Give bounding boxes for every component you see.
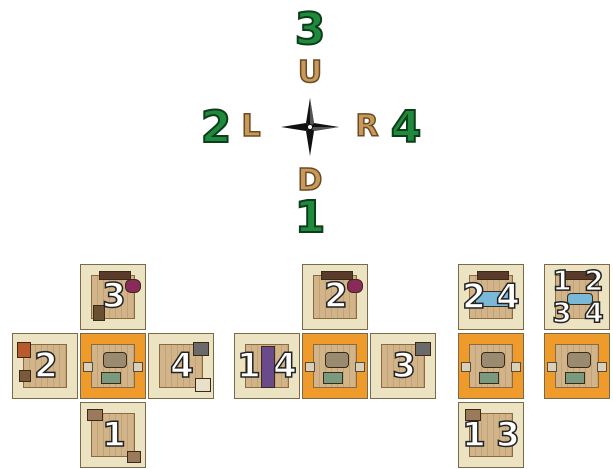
tile-number: 3	[549, 299, 575, 327]
tile-center	[458, 333, 524, 399]
tile-room: 3	[80, 264, 146, 330]
tile-number: 4	[167, 349, 197, 383]
tile-number: 2	[31, 349, 61, 383]
tile-number: 2	[581, 267, 607, 295]
tile-room: 4	[148, 333, 214, 399]
tile-number: 2	[321, 279, 351, 313]
tile-center	[302, 333, 368, 399]
up-number: 3	[290, 8, 330, 52]
tile-center	[544, 333, 610, 399]
tile-number: 3	[99, 279, 129, 313]
tile-number: 1	[461, 418, 487, 452]
tile-room: 1 2 3 4	[544, 264, 610, 330]
tile-number: 4	[495, 280, 521, 314]
compass-star-icon	[281, 98, 339, 156]
tile-room: 1	[80, 402, 146, 468]
tile-number: 3	[389, 349, 419, 383]
tile-number: 4	[273, 349, 297, 383]
tile-number: 3	[495, 418, 521, 452]
tile-room: 1 3	[458, 402, 524, 468]
tile-number: 4	[581, 299, 607, 327]
tile-center	[80, 333, 146, 399]
right-letter: R	[352, 112, 382, 142]
tile-number: 1	[237, 349, 261, 383]
tile-room: 1 4	[234, 333, 300, 399]
down-number: 1	[290, 196, 330, 240]
tile-room: 2	[12, 333, 78, 399]
left-number: 2	[198, 106, 234, 150]
tile-number: 2	[461, 280, 487, 314]
left-letter: L	[236, 112, 266, 142]
right-number: 4	[388, 106, 424, 150]
tile-room: 2 4	[458, 264, 524, 330]
tile-number: 1	[99, 418, 129, 452]
tile-room: 3	[370, 333, 436, 399]
tile-room: 2	[302, 264, 368, 330]
tile-number: 1	[549, 267, 575, 295]
up-letter: U	[294, 58, 326, 88]
